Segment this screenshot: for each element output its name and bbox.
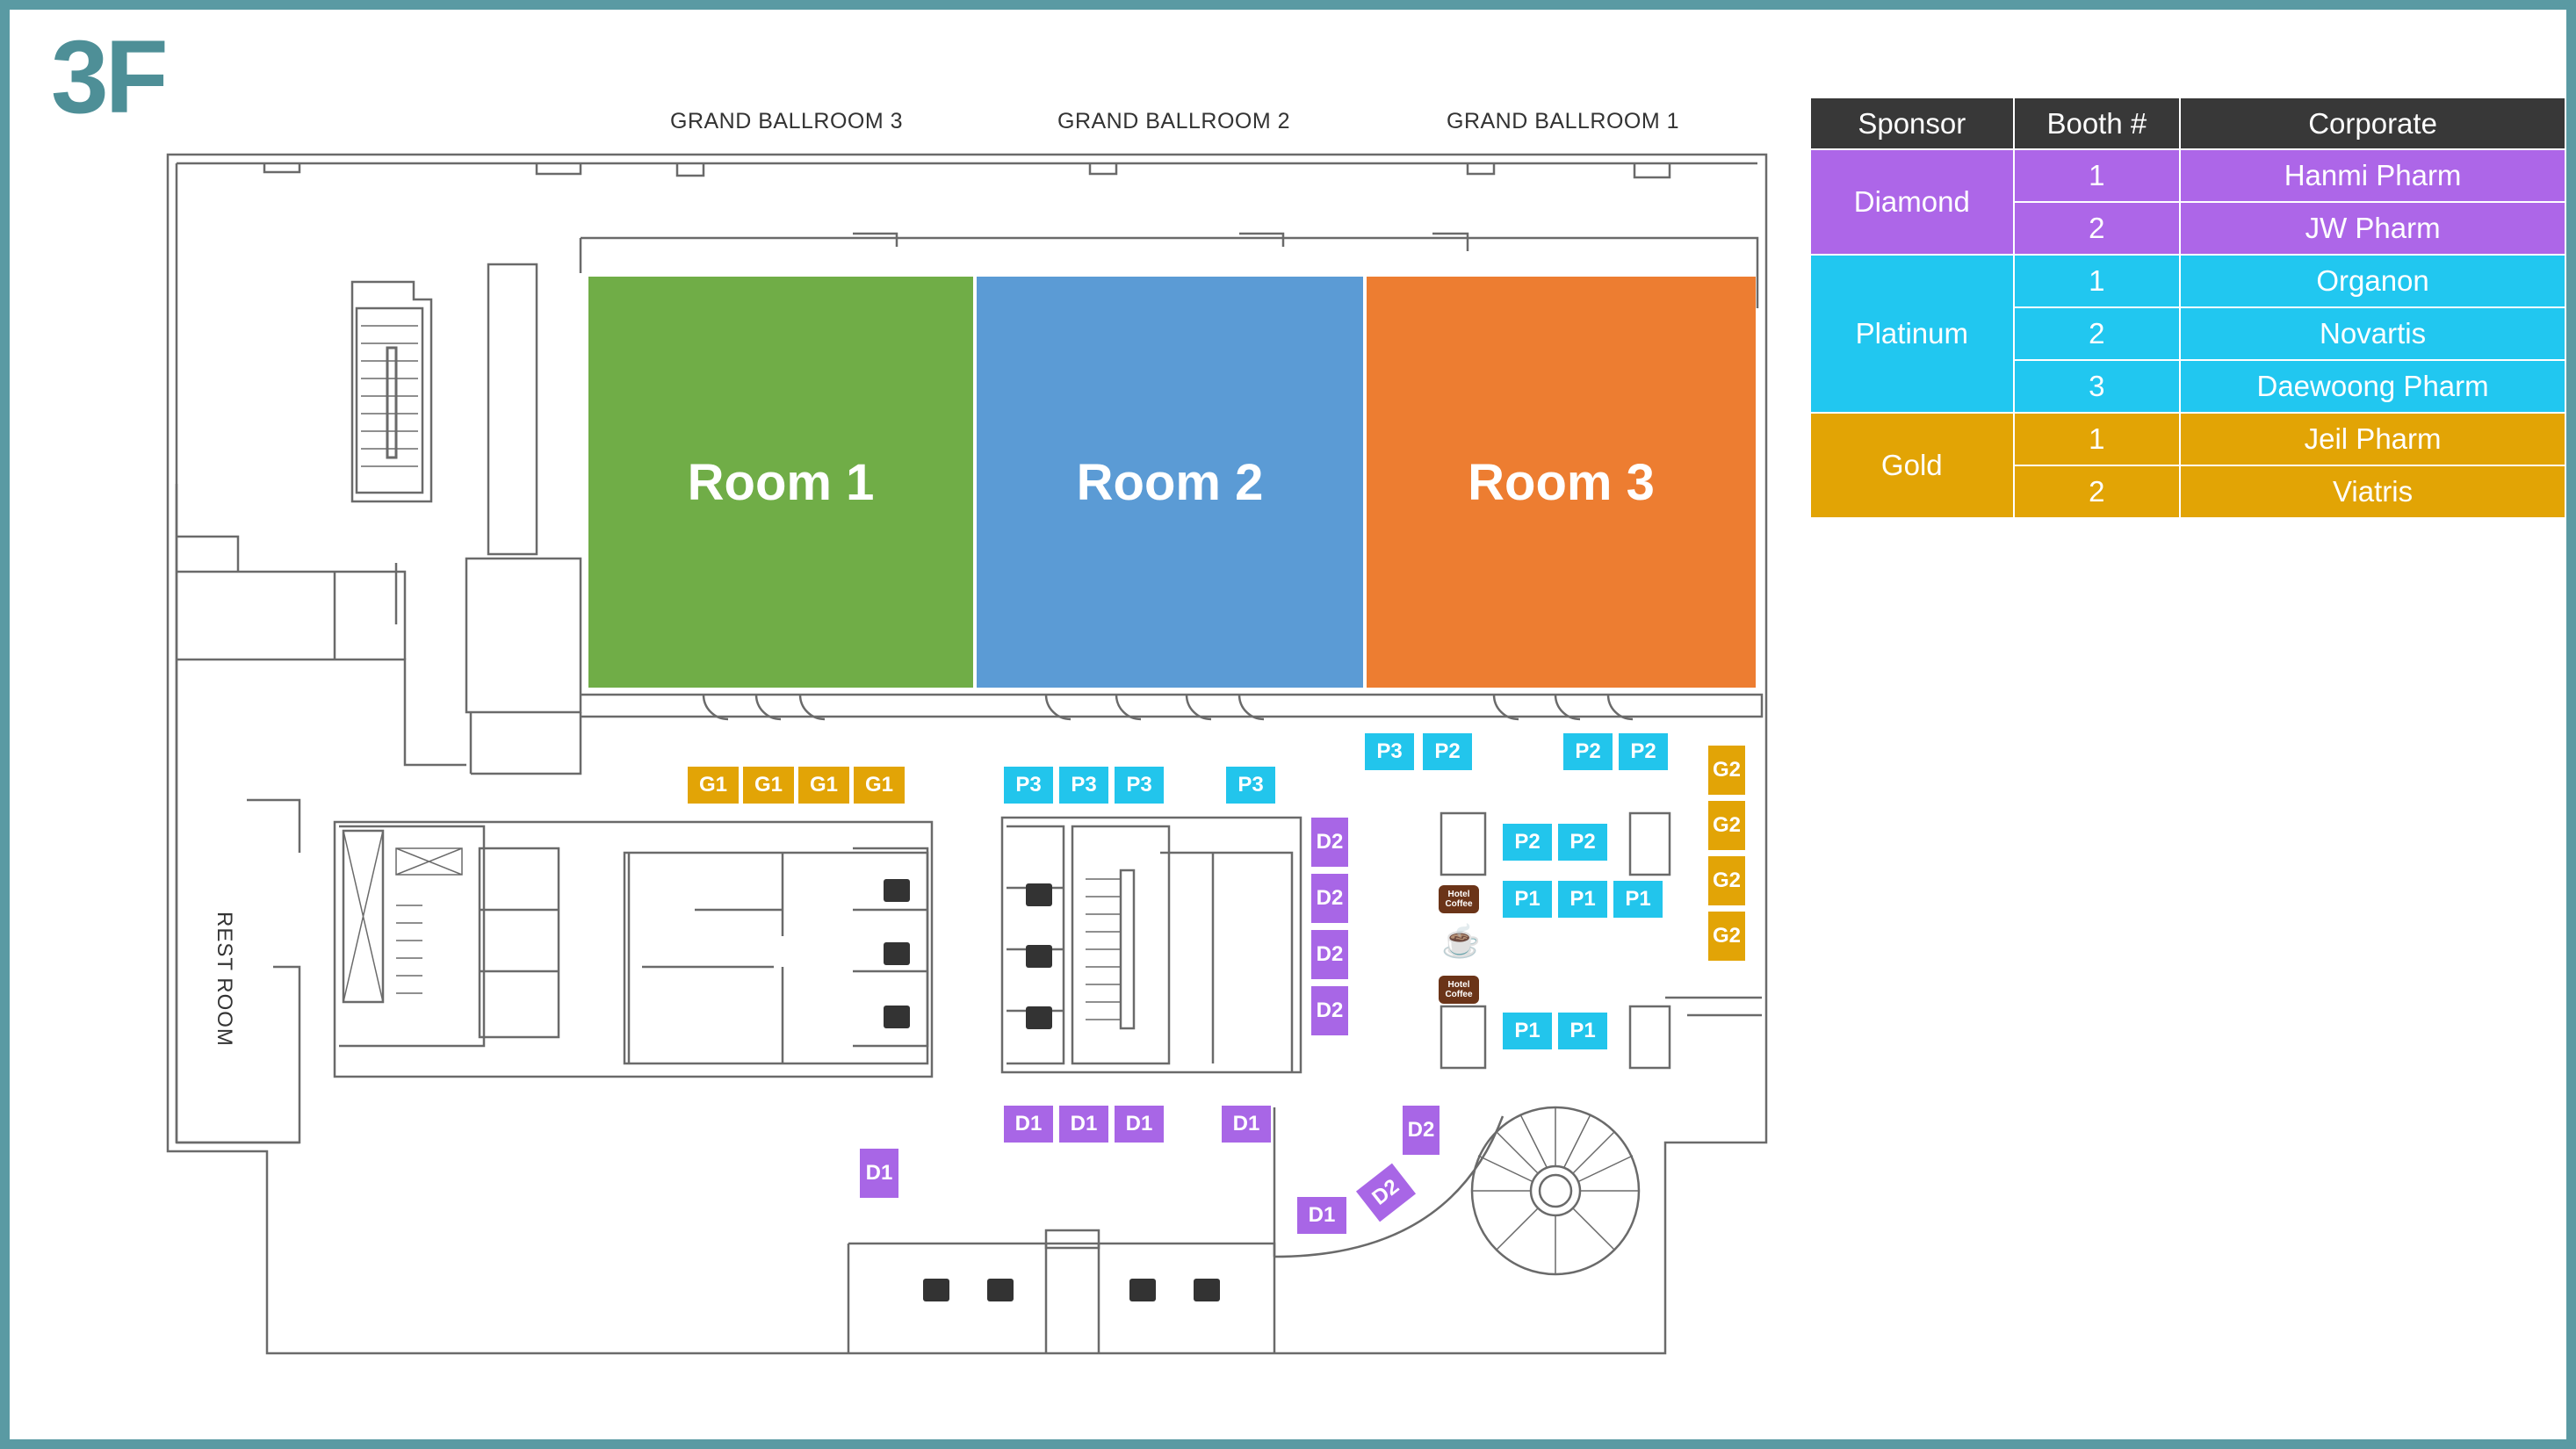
booth-p1[interactable]: P1: [1558, 881, 1607, 918]
room-1[interactable]: Room 1: [588, 277, 973, 688]
legend-corporate: Hanmi Pharm: [2179, 148, 2566, 203]
legend-booth: 1: [2012, 254, 2182, 308]
booth-d2[interactable]: D2: [1403, 1106, 1440, 1155]
legend-booth: 2: [2012, 306, 2182, 361]
booth-d2[interactable]: D2: [1311, 930, 1348, 979]
booth-g2[interactable]: G2: [1708, 801, 1745, 850]
legend-booth: 1: [2012, 412, 2182, 466]
legend-corporate: Daewoong Pharm: [2179, 359, 2566, 414]
booth-g1[interactable]: G1: [798, 767, 849, 804]
legend-sponsor-diamond: Diamond: [1809, 148, 2015, 256]
booth-g1[interactable]: G1: [743, 767, 794, 804]
room-1-label: Room 1: [687, 453, 875, 511]
booth-p3[interactable]: P3: [1226, 767, 1275, 804]
legend-booth: 2: [2012, 201, 2182, 256]
booth-d1[interactable]: D1: [860, 1149, 898, 1198]
booth-d2[interactable]: D2: [1311, 818, 1348, 867]
legend-header-corporate: Corporate: [2179, 97, 2566, 150]
legend-header-booth: Booth #: [2012, 97, 2182, 150]
sponsor-legend-table: Sponsor Booth # Corporate Diamond 1 Hanm…: [1809, 97, 2566, 519]
legend-corporate: Novartis: [2179, 306, 2566, 361]
booth-d1[interactable]: D1: [1004, 1106, 1053, 1143]
booth-p2[interactable]: P2: [1423, 733, 1472, 770]
legend-sponsor-gold: Gold: [1809, 412, 2015, 519]
booth-d1[interactable]: D1: [1297, 1197, 1346, 1234]
booth-g1[interactable]: G1: [688, 767, 739, 804]
restroom-label: REST ROOM: [213, 912, 236, 1047]
booth-p2[interactable]: P2: [1558, 824, 1607, 861]
booth-g1[interactable]: G1: [854, 767, 905, 804]
booth-g2[interactable]: G2: [1708, 856, 1745, 905]
legend-corporate: JW Pharm: [2179, 201, 2566, 256]
coffee-cup-icon: ☕: [1441, 923, 1481, 959]
floor-label: 3F: [51, 19, 169, 135]
hotel-coffee-badge: Hotel Coffee: [1439, 976, 1479, 1004]
booth-p2[interactable]: P2: [1503, 824, 1552, 861]
booth-d2[interactable]: D2: [1311, 986, 1348, 1035]
booth-p1[interactable]: P1: [1503, 881, 1552, 918]
booth-d1[interactable]: D1: [1059, 1106, 1108, 1143]
room-2-label: Room 2: [1076, 453, 1264, 511]
booth-d1[interactable]: D1: [1115, 1106, 1164, 1143]
legend-booth: 1: [2012, 148, 2182, 203]
hotel-coffee-badge: Hotel Coffee: [1439, 885, 1479, 913]
booth-p1[interactable]: P1: [1503, 1013, 1552, 1049]
ballroom-3-label: GRAND BALLROOM 3: [670, 109, 904, 133]
booth-p2[interactable]: P2: [1619, 733, 1668, 770]
booth-p2[interactable]: P2: [1563, 733, 1613, 770]
booth-p3[interactable]: P3: [1115, 767, 1164, 804]
booth-p3[interactable]: P3: [1004, 767, 1053, 804]
booth-g2[interactable]: G2: [1708, 912, 1745, 961]
legend-corporate: Viatris: [2179, 465, 2566, 519]
legend-corporate: Organon: [2179, 254, 2566, 308]
booth-d2[interactable]: D2: [1311, 874, 1348, 923]
ballroom-1-label: GRAND BALLROOM 1: [1447, 109, 1680, 133]
legend-booth: 2: [2012, 465, 2182, 519]
booth-p3[interactable]: P3: [1365, 733, 1414, 770]
legend-header-sponsor: Sponsor: [1809, 97, 2015, 150]
legend-booth: 3: [2012, 359, 2182, 414]
floor-plan-drawing: [166, 153, 1768, 1355]
booth-p1[interactable]: P1: [1613, 881, 1663, 918]
booth-p3[interactable]: P3: [1059, 767, 1108, 804]
booth-g2[interactable]: G2: [1708, 746, 1745, 795]
room-3[interactable]: Room 3: [1367, 277, 1756, 688]
legend-sponsor-platinum: Platinum: [1809, 254, 2015, 414]
booth-p1[interactable]: P1: [1558, 1013, 1607, 1049]
room-3-label: Room 3: [1468, 453, 1655, 511]
legend-corporate: Jeil Pharm: [2179, 412, 2566, 466]
ballroom-2-label: GRAND BALLROOM 2: [1057, 109, 1291, 133]
booth-d1[interactable]: D1: [1222, 1106, 1271, 1143]
room-2[interactable]: Room 2: [977, 277, 1363, 688]
